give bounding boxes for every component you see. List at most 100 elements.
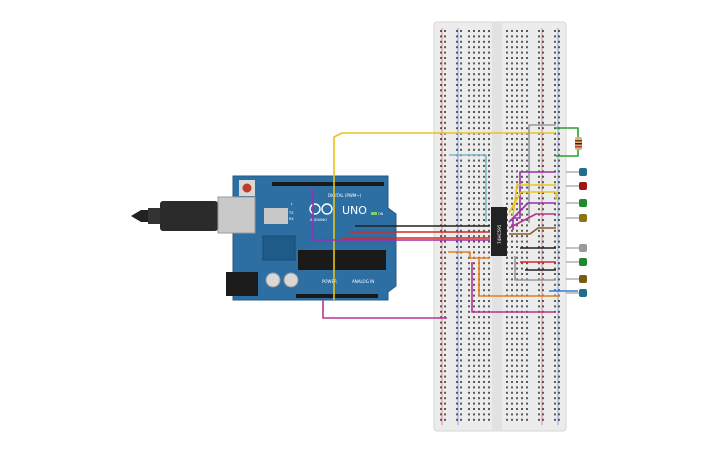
breadboard-hole [440, 402, 442, 405]
breadboard-hole [444, 294, 446, 297]
breadboard-hole [558, 418, 560, 421]
breadboard-hole [488, 219, 490, 221]
breadboard-hole [440, 386, 442, 389]
breadboard-hole [554, 84, 556, 86]
breadboard-hole [488, 127, 490, 130]
breadboard-hole [506, 418, 508, 421]
wire-magenta-led3[interactable] [508, 213, 556, 229]
breadboard-hole [460, 138, 462, 140]
breadboard-hole [558, 100, 560, 103]
breadboard-hole [538, 165, 540, 167]
breadboard-hole [473, 148, 475, 151]
breadboard-hole [526, 121, 528, 124]
resistor[interactable] [575, 137, 582, 150]
breadboard-hole [478, 73, 480, 76]
breadboard-hole [538, 364, 540, 367]
breadboard-hole [506, 278, 508, 281]
arduino-uno[interactable]: UNO ARDUINO DIGITAL (PWM~) POWER ANALOG … [131, 175, 397, 301]
breadboard-hole [488, 78, 490, 81]
wire-cyan[interactable] [449, 154, 487, 222]
breadboard-hole [538, 94, 540, 97]
breadboard-hole [468, 35, 470, 38]
breadboard-hole [488, 267, 490, 270]
breadboard-hole [542, 186, 544, 189]
breadboard-hole [516, 375, 518, 378]
wire-yellow-long[interactable] [333, 132, 555, 300]
breadboard-hole [506, 332, 508, 335]
breadboard-hole [440, 175, 442, 178]
shift-register-chip[interactable]: 74HC595 [491, 207, 507, 256]
breadboard-hole [521, 219, 523, 221]
breadboard-hole [444, 100, 446, 103]
breadboard-hole [488, 305, 490, 308]
wire-gray-led7[interactable] [514, 256, 556, 281]
breadboard-hole [473, 170, 475, 173]
breadboard-hole [444, 251, 446, 254]
led[interactable] [579, 258, 587, 266]
breadboard-hole [473, 143, 475, 146]
breadboard-hole [456, 300, 458, 302]
breadboard-hole [506, 73, 508, 76]
breadboard-hole [460, 418, 462, 421]
breadboard-hole [468, 78, 470, 81]
breadboard-hole [521, 213, 523, 216]
breadboard-hole [478, 138, 480, 140]
led[interactable] [579, 214, 587, 222]
breadboard-hole [483, 251, 485, 254]
breadboard-hole [488, 359, 490, 362]
breadboard-hole [468, 30, 470, 32]
led[interactable] [579, 244, 587, 252]
breadboard-hole [440, 78, 442, 81]
breadboard-hole [468, 310, 470, 313]
breadboard-hole [511, 78, 513, 81]
breadboard-hole [488, 386, 490, 389]
breadboard-hole [521, 364, 523, 367]
breadboard-hole [511, 391, 513, 394]
wire-yellow-led2b[interactable] [508, 191, 557, 214]
breadboard-hole [460, 375, 462, 378]
breadboard-hole [558, 67, 560, 70]
breadboard-hole [468, 67, 470, 70]
breadboard-hole [538, 208, 540, 211]
breadboard-hole [460, 273, 462, 275]
breadboard-hole [468, 100, 470, 103]
led[interactable] [579, 168, 587, 176]
breadboard-hole [521, 127, 523, 130]
led[interactable] [579, 275, 587, 283]
wire-green-resistor-bottom[interactable] [556, 148, 579, 157]
breadboard-hole [511, 111, 513, 113]
breadboard-hole [488, 321, 490, 324]
breadboard-hole [538, 402, 540, 405]
breadboard-hole [483, 300, 485, 302]
led[interactable] [579, 199, 587, 207]
breadboard-hole [538, 159, 540, 162]
wire-magenta-ground[interactable] [322, 300, 447, 319]
wire-purple-led3[interactable] [508, 202, 556, 223]
wire-purple-signal[interactable] [312, 188, 490, 241]
led[interactable] [579, 289, 587, 297]
wire-yellow-led2[interactable] [512, 184, 556, 217]
breadboard-hole [488, 289, 490, 292]
breadboard-hole [526, 224, 528, 227]
breadboard-hole [444, 159, 446, 162]
breadboard-hole [440, 370, 442, 373]
wire-gray-top[interactable] [528, 124, 556, 223]
wire-brown-led4[interactable] [509, 227, 556, 235]
breadboard-hole [483, 100, 485, 103]
wire-purple-led1[interactable] [512, 171, 556, 230]
breadboard-hole [506, 143, 508, 146]
wire-orange-led[interactable] [478, 258, 560, 297]
breadboard-hole [456, 148, 458, 151]
breadboard-hole [511, 127, 513, 130]
breadboard-hole [506, 94, 508, 97]
wire-magenta-led[interactable] [471, 262, 556, 313]
breadboard-hole [473, 386, 475, 389]
breadboard-hole [468, 208, 470, 211]
breadboard-hole [456, 105, 458, 108]
wire-green-resistor-top[interactable] [556, 127, 579, 138]
breadboard-hole [516, 337, 518, 340]
wire-orange-short[interactable] [448, 251, 490, 259]
breadboard-hole [468, 283, 470, 286]
led-bank[interactable] [566, 168, 587, 297]
led[interactable] [579, 182, 587, 190]
